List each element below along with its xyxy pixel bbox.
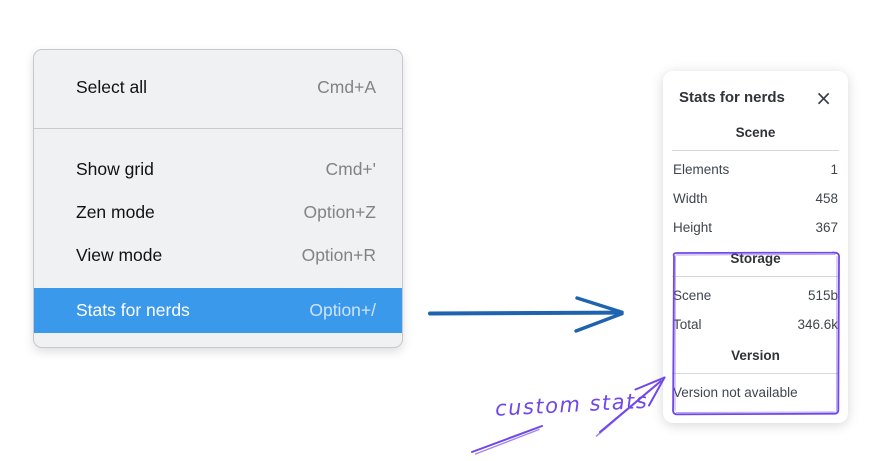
section-divider <box>672 150 839 151</box>
stat-label: Elements <box>673 162 730 177</box>
context-menu: Select all Cmd+A Show grid Cmd+' Zen mod… <box>33 49 403 348</box>
close-button[interactable]: × <box>815 88 832 108</box>
arrow-menu-to-panel <box>428 296 624 333</box>
stat-value: 515b <box>807 288 838 303</box>
custom-stats-annotation-label: custom stats <box>494 388 649 421</box>
section-header-storage: Storage <box>730 251 781 266</box>
menu-item-zen-mode[interactable]: Zen mode Option+Z <box>34 191 402 234</box>
section-header-scene: Scene <box>735 125 776 140</box>
stat-value: 367 <box>815 220 838 235</box>
menu-item-label: Zen mode <box>76 202 155 222</box>
stats-panel-header: Stats for nerds × <box>672 71 839 108</box>
menu-item-shortcut: Option+Z <box>303 202 376 222</box>
stat-label: Height <box>673 220 713 235</box>
stat-label: Scene <box>673 288 712 303</box>
menu-item-shortcut: Cmd+' <box>325 159 376 179</box>
stat-row-width: Width 458 <box>672 184 839 213</box>
menu-item-view-mode[interactable]: View mode Option+R <box>34 234 402 277</box>
stats-panel-title: Stats for nerds <box>679 89 785 106</box>
version-note: Version not available <box>673 385 798 400</box>
stat-row-elements: Elements 1 <box>672 155 839 184</box>
stat-label: Width <box>673 191 708 206</box>
stat-label: Total <box>673 317 702 332</box>
menu-item-show-grid[interactable]: Show grid Cmd+' <box>34 148 402 191</box>
menu-item-select-all[interactable]: Select all Cmd+A <box>34 65 402 110</box>
menu-item-shortcut: Cmd+A <box>317 77 376 97</box>
menu-item-shortcut: Option+R <box>301 245 376 265</box>
stat-row-height: Height 367 <box>672 213 839 242</box>
menu-item-label: View mode <box>76 245 163 265</box>
menu-item-shortcut: Option+/ <box>309 300 376 320</box>
section-divider <box>672 276 839 277</box>
custom-stats-arrow <box>471 376 666 455</box>
stat-value: 458 <box>815 191 838 206</box>
section-header-version: Version <box>731 348 780 363</box>
stats-panel: Stats for nerds × Scene Elements 1 Width… <box>663 71 848 423</box>
menu-item-label: Stats for nerds <box>76 300 190 320</box>
stat-value: 1 <box>830 162 838 177</box>
stat-row-storage-scene: Scene 515b <box>672 281 839 310</box>
close-icon: × <box>815 85 832 110</box>
stat-row-storage-total: Total 346.6k <box>672 310 839 339</box>
menu-separator <box>34 128 402 129</box>
section-divider <box>672 373 839 374</box>
menu-item-label: Show grid <box>76 159 154 179</box>
menu-item-label: Select all <box>76 77 148 97</box>
stat-value: 346.6k <box>797 317 838 332</box>
menu-item-stats-for-nerds[interactable]: Stats for nerds Option+/ <box>34 288 402 333</box>
